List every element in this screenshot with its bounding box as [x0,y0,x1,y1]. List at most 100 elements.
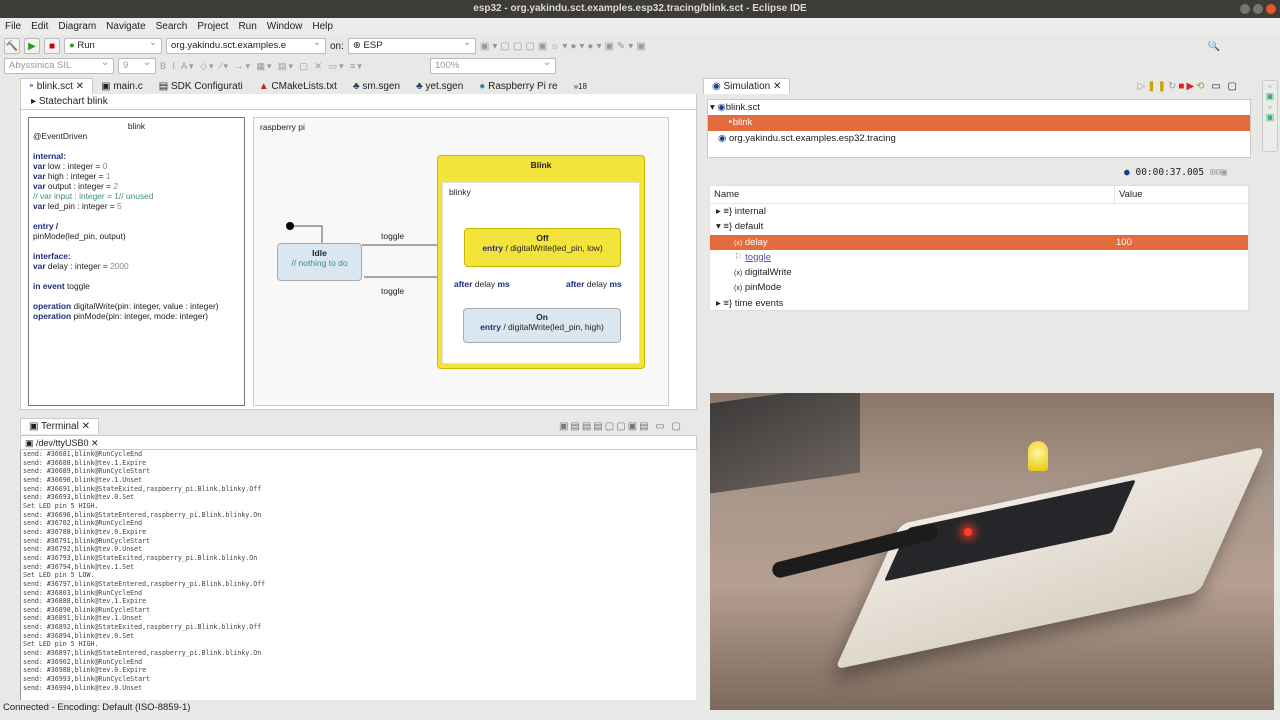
state-off[interactable]: Off entry / digitalWrite(led_pin, low) [464,228,621,267]
row-name: pinMode [744,282,782,294]
breadcrumb-item[interactable]: Statechart blink [38,96,108,107]
tab-overflow[interactable]: »18 [573,81,587,91]
row-default[interactable]: ▾ ≡} default [716,221,764,233]
terminal-toolbar[interactable]: ▣▤▤▤▢▢▣▤ ▭ ▢ [558,420,683,432]
state-idle[interactable]: Idle // nothing to do [277,243,362,281]
run-icon[interactable]: ▶ [24,38,40,54]
tab-yet-sgen[interactable]: ♣ yet.sgen [408,81,471,92]
menu-diagram[interactable]: Diagram [58,21,97,32]
window-title: esp32 - org.yakindu.sct.examples.esp32.t… [0,0,1280,18]
terminal-line: send: #36693,blink@tev.0.Set [23,493,135,502]
tab-sm-sgen[interactable]: ♣ sm.sgen [345,81,408,92]
menu-run[interactable]: Run [238,21,257,32]
definition-title: blink [127,121,146,131]
row-pinmode[interactable]: (x) pinMode [710,280,1248,295]
tree-item-blink[interactable]: ⁍blink [708,115,1250,131]
row-name: internal [734,206,766,217]
entry-action: pinMode(led_pin, output) [33,231,126,241]
val: 2000 [110,261,129,271]
tab-main-c[interactable]: ▣ main.c [101,80,143,92]
val: 2 [113,181,118,191]
kw: entry [480,322,501,332]
definition-section[interactable]: blink @EventDriven internal: var low : i… [28,117,245,406]
decl: led_pin : integer = [45,201,118,211]
kw: after [454,279,473,289]
zoom-select[interactable]: 100% [430,58,556,74]
annotation: @EventDriven [33,131,88,141]
format-toolbar: Abyssinica SIL 9 B I A▾ ◇▾ ⁄▾ →▾ ▦▾ ▤▾ ▢… [0,56,700,76]
after-label-2: after delay ms [566,279,622,289]
tree-item-project[interactable]: ◉ org.yakindu.sct.examples.esp32.tracing [708,131,1250,146]
terminal-line: send: #36994,blink@tev.0.Unset [23,683,143,692]
side-trim[interactable]: ▫▣▫▣ [1262,80,1278,152]
play-icon: ◉ [712,81,721,92]
simulation-tabbar: ◉ Simulation ✕ ▷❚❚↻■▶⟲ ▭ ▢ [703,78,1253,94]
simulation-toolbar[interactable]: ▷❚❚↻■▶⟲ ▭ ▢ [1137,80,1239,92]
var-high: var high : integer = 1 [33,171,240,181]
stop-icon[interactable]: ■ [44,38,60,54]
initial-node [286,222,294,230]
font-size-select[interactable]: 9 [118,58,156,74]
menu-window[interactable]: Window [266,21,303,32]
row-value[interactable]: 100 [1116,236,1132,248]
tab-simulation[interactable]: ◉ Simulation ✕ [703,78,791,94]
row-digitalwrite[interactable]: (x) digitalWrite [710,265,1248,280]
menu-search[interactable]: Search [155,21,188,32]
globe-icon: ● [479,80,486,92]
col-value[interactable]: Value [1119,189,1143,200]
terminal-subtab[interactable]: ▣ /dev/ttyUSB0 ✕ [20,435,697,450]
item-label: blink.sct [725,102,761,113]
expand-collapse-icons[interactable]: ⊞⊟▣ [1209,167,1228,178]
terminal-line: send: #36688,blink@tev.1.Expire [23,458,147,467]
terminal-line: send: #36702,blink@RunCycleEnd [23,519,143,528]
status-bar: Connected - Encoding: Default (ISO-8859-… [3,702,191,713]
device-select[interactable]: ⊕ ESP [347,38,476,54]
state-name: Idle [312,248,327,258]
menu-project[interactable]: Project [197,21,229,32]
row-internal[interactable]: ▸ ≡} internal [716,206,766,217]
minimize-button[interactable] [1240,4,1250,14]
close-button[interactable] [1266,4,1276,14]
font-size-value: 9 [123,60,129,71]
build-icon[interactable]: 🔨 [4,38,20,54]
tab-cmakelists[interactable]: ▲ CMakeLists.txt [251,81,345,92]
launch-target-select[interactable]: org.yakindu.sct.examples.e [166,38,326,54]
run-config-select[interactable]: ● Run [64,38,162,54]
sgen-icon: ♣ [416,80,423,92]
menu-help[interactable]: Help [312,21,333,32]
item-label: blink [732,117,753,129]
menu-edit[interactable]: Edit [31,21,49,32]
toolbar-icons[interactable]: ▣▾▢▢▢▣☼▾●▾●▾▣✎▾▣ [479,40,649,52]
terminal-line: send: #36696,blink@StateEntered,raspberr… [23,510,262,519]
t: delay [472,279,498,289]
operation-icon: (x) [734,285,743,293]
maximize-button[interactable] [1253,4,1263,14]
menu-file[interactable]: File [5,21,22,32]
kw: var [33,261,46,271]
format-icons[interactable]: B I A▾ ◇▾ ⁄▾ →▾ ▦▾ ▤▾ ▢ ✕ ▭▾ ≡▾ [160,60,364,71]
raise-event-link[interactable]: toggle [745,251,772,263]
comment: // var input : integer = 1// unused [33,191,154,201]
tree-item-blink-sct[interactable]: ▾ ◉blink.sct [710,102,761,113]
state-on[interactable]: On entry / digitalWrite(led_pin, high) [463,308,621,343]
entry-action: / digitalWrite(led_pin, high) [500,322,604,332]
row-time-events[interactable]: ▸ ≡} time events [716,297,784,309]
tab-sdk-config[interactable]: ▤ SDK Configurati [158,80,243,92]
search-icon[interactable]: 🔍 [1207,40,1220,52]
entry: entry / [33,221,59,231]
hardware-photo [710,393,1274,710]
terminal-line: send: #36803,blink@RunCycleEnd [23,588,143,597]
menu-navigate[interactable]: Navigate [106,21,146,32]
terminal-line: Set LED pin 5 HIGH. [23,640,99,649]
col-name[interactable]: Name [710,186,1115,203]
clock-value: 00:00:37.005 [1135,167,1205,178]
font-select[interactable]: Abyssinica SIL [4,58,114,74]
run-config-value: Run [77,40,95,51]
tab-terminal[interactable]: ▣ Terminal ✕ [20,418,100,434]
row-toggle[interactable]: ⚐ toggle [710,250,1248,265]
cmake-icon: ▲ [258,80,269,92]
tab-blink-sct[interactable]: ⁍ blink.sct ✕ [20,78,94,94]
tab-raspberry[interactable]: ● Raspberry Pi re [471,81,565,92]
